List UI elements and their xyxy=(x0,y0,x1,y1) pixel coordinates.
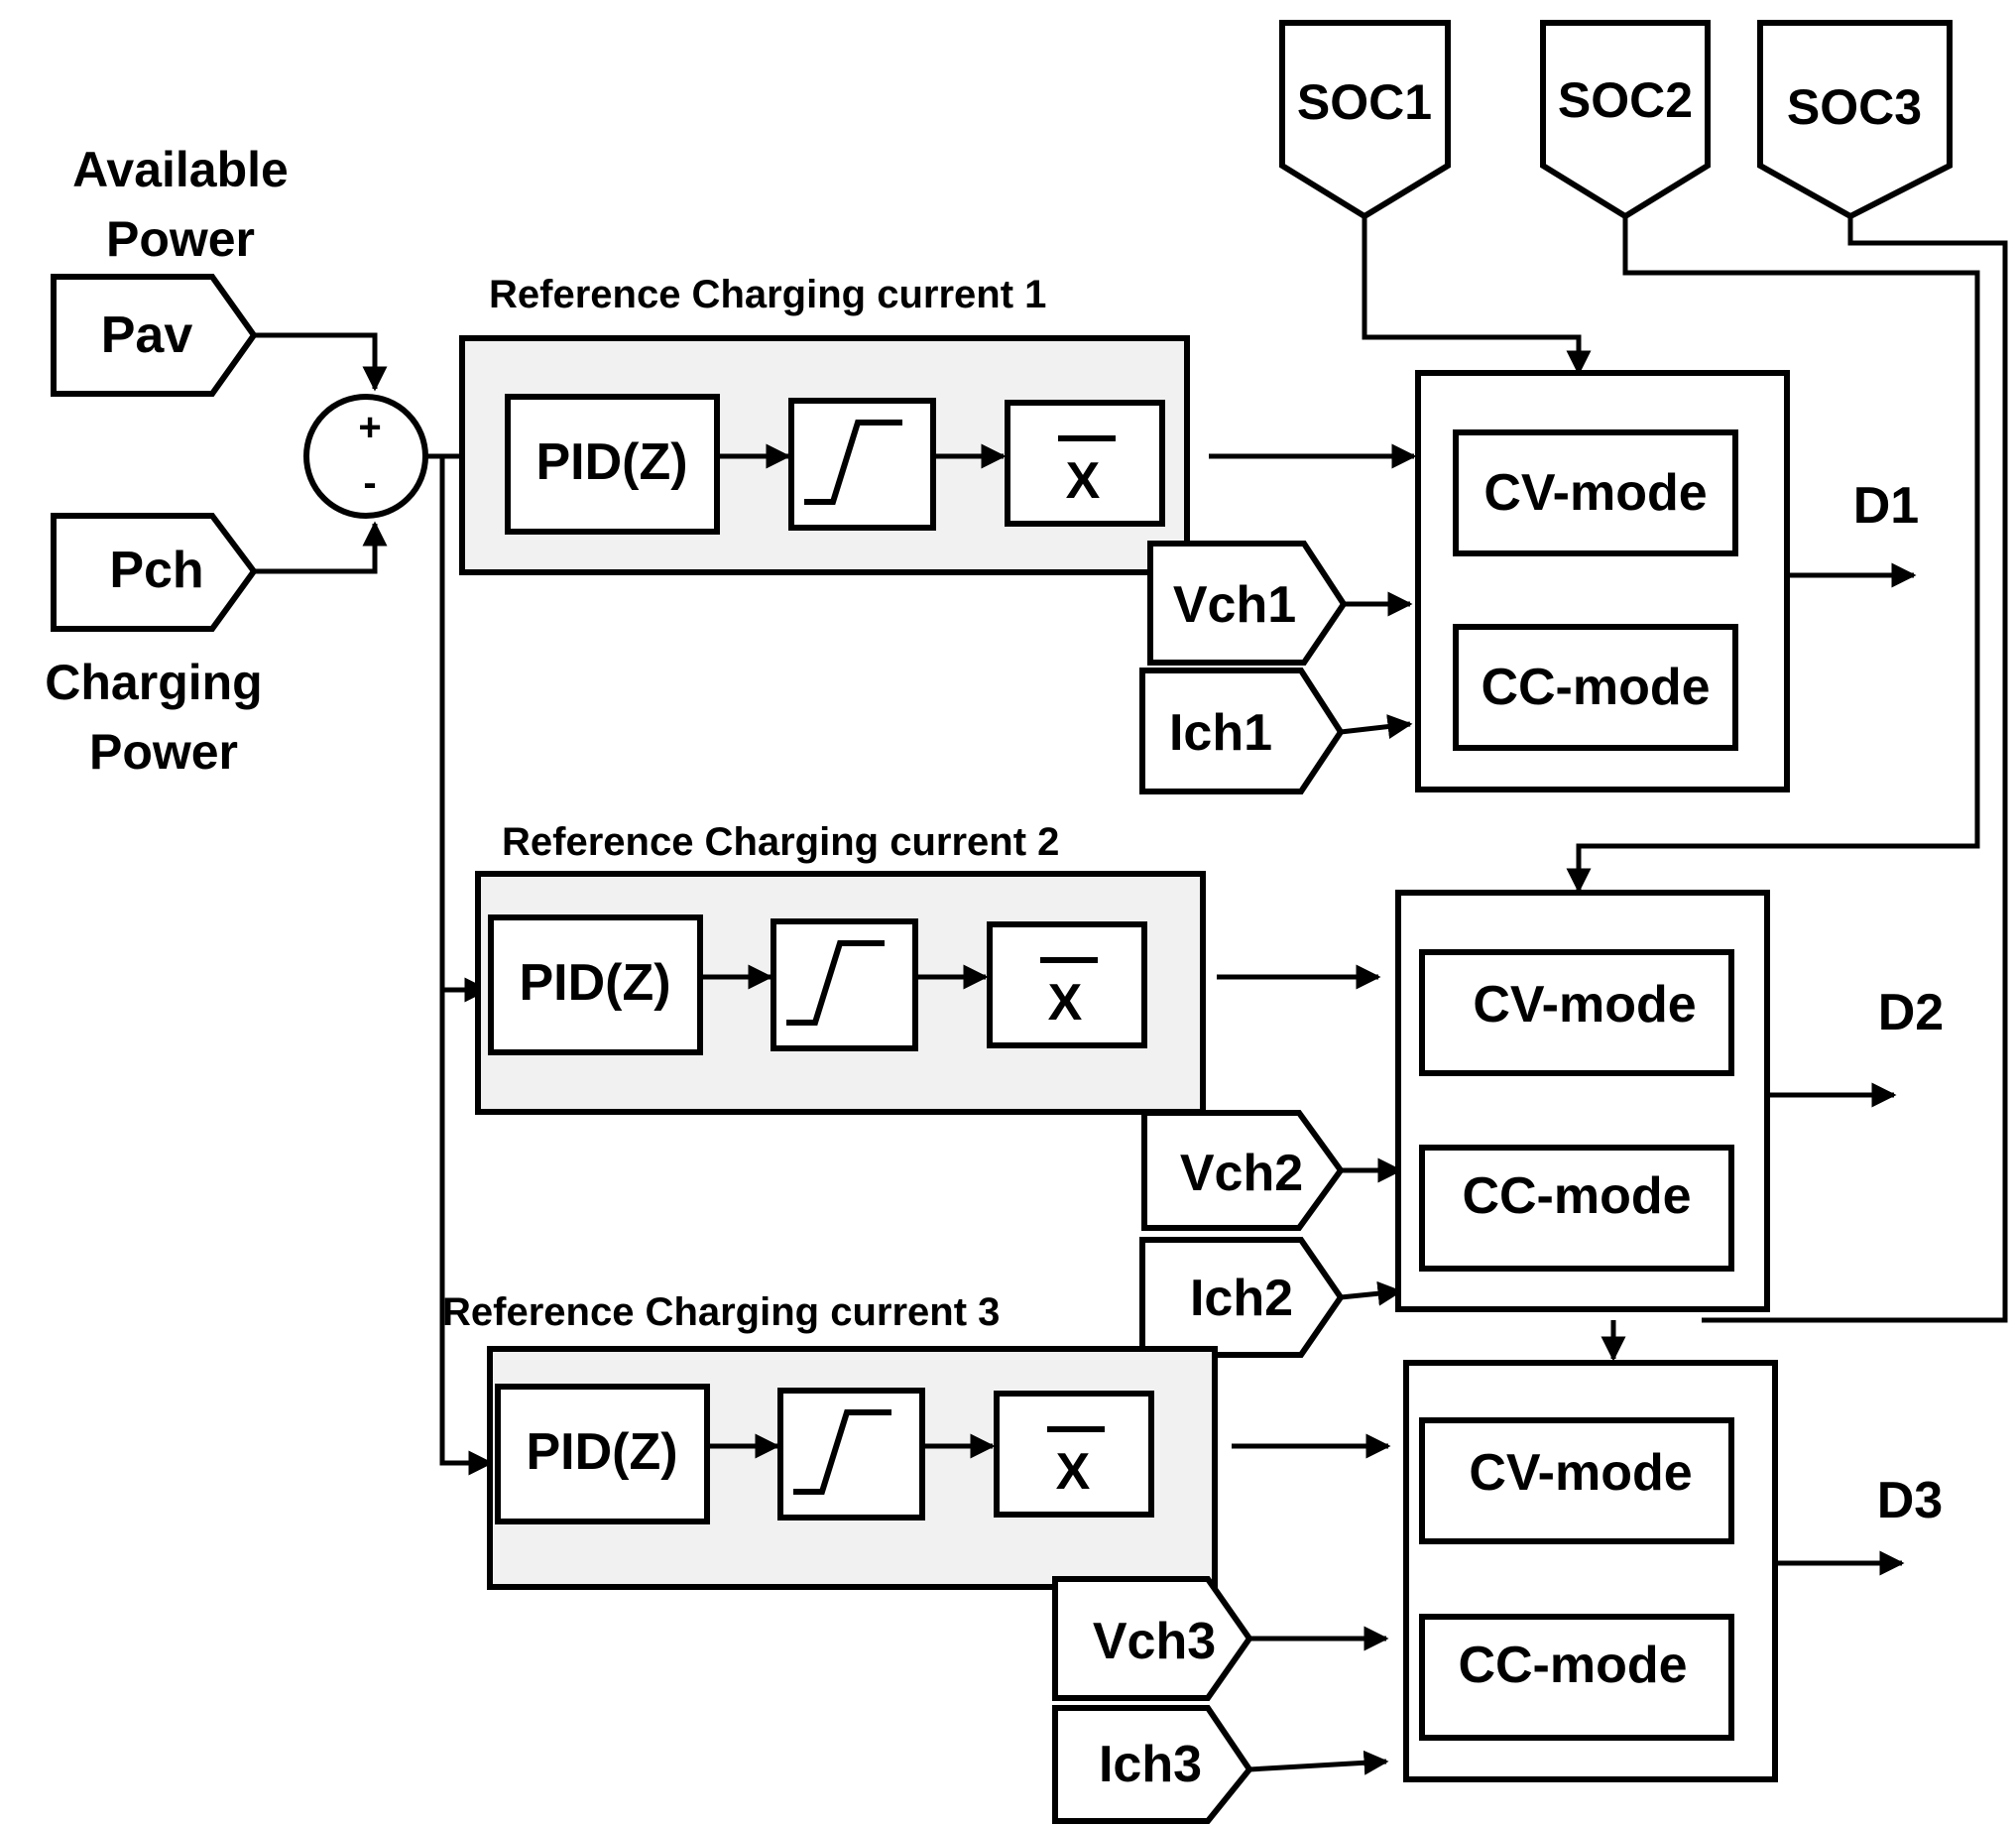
charging-power-input: Pch Charging Power xyxy=(45,513,263,780)
pav-label: Pav xyxy=(101,306,193,364)
ich1-label: Ich1 xyxy=(1169,704,1272,762)
d3-output-label: D3 xyxy=(1877,1472,1943,1529)
vch2-label: Vch2 xyxy=(1180,1145,1303,1202)
saturation-icon xyxy=(786,940,885,1026)
pid-block-1 xyxy=(505,394,720,535)
soc1-shape xyxy=(1279,20,1451,220)
mean-label-3: X xyxy=(1056,1443,1091,1501)
ref-current-1-title: Reference Charging current 1 xyxy=(489,273,1046,316)
cv-mode-block-3 xyxy=(1419,1417,1734,1544)
cc-mode-label-1: CC-mode xyxy=(1481,659,1710,716)
cc-mode-block-1 xyxy=(1453,624,1738,751)
soc3-shape xyxy=(1757,20,1953,220)
soc1-port: SOC1 xyxy=(1279,20,1451,220)
cc-mode-block-2 xyxy=(1419,1145,1734,1272)
charging-power-caption-line2: Power xyxy=(89,724,238,780)
sum-plus-sign: + xyxy=(358,406,381,449)
pid-label-3: PID(Z) xyxy=(526,1423,677,1481)
cc-mode-block-3 xyxy=(1419,1614,1734,1741)
cv-mode-block-1 xyxy=(1453,429,1738,556)
soc3-port: SOC3 xyxy=(1757,20,1953,220)
ich3-wire xyxy=(1248,1750,1389,1775)
ref-current-3-title: Reference Charging current 3 xyxy=(442,1290,1000,1334)
d2-output-label: D2 xyxy=(1878,984,1944,1041)
channel-1: Reference Charging current 1 PID(Z) X Vc… xyxy=(459,273,1919,794)
pch-wire xyxy=(254,521,388,574)
saturation-icon xyxy=(804,420,902,505)
sum-minus-sign: - xyxy=(363,461,376,505)
vch1-label: Vch1 xyxy=(1173,576,1296,634)
ich2-wire xyxy=(1340,1280,1403,1306)
ich1-wire xyxy=(1340,714,1413,739)
pch-label: Pch xyxy=(109,542,203,599)
pav-wire xyxy=(254,332,388,392)
soc3-wire xyxy=(1702,216,2008,1323)
ich1-port xyxy=(1139,668,1345,794)
pid-block-2 xyxy=(488,914,703,1055)
pid-label-2: PID(Z) xyxy=(519,954,670,1012)
charging-power-caption-line1: Charging xyxy=(45,655,262,710)
cc-mode-label-3: CC-mode xyxy=(1458,1637,1687,1694)
vch3-port xyxy=(1052,1576,1253,1701)
cv-mode-label-2: CV-mode xyxy=(1473,976,1696,1034)
mean-block-3 xyxy=(994,1391,1154,1518)
vch1-port xyxy=(1147,541,1348,666)
mean-label-1: X xyxy=(1066,452,1101,510)
channel-3: Reference Charging current 3 PID(Z) X Vc… xyxy=(442,1290,1943,1824)
ref-current-2-title: Reference Charging current 2 xyxy=(502,820,1059,864)
ich2-label: Ich2 xyxy=(1190,1270,1293,1327)
ich3-label: Ich3 xyxy=(1099,1736,1202,1793)
vch3-label: Vch3 xyxy=(1093,1613,1216,1670)
d1-output-label: D1 xyxy=(1853,477,1919,535)
available-power-input: Available Power Pav xyxy=(51,142,289,397)
ich2-port xyxy=(1139,1237,1345,1358)
saturation-icon xyxy=(793,1409,891,1495)
pch-port xyxy=(51,513,258,632)
soc2-port: SOC2 xyxy=(1540,20,1711,220)
saturation-block-2 xyxy=(771,918,918,1051)
summing-junction: + - xyxy=(303,394,428,519)
error-bus-wire xyxy=(439,456,494,1476)
mean-label-2: X xyxy=(1048,974,1083,1032)
mean-block-2 xyxy=(987,921,1147,1048)
pid-label-1: PID(Z) xyxy=(535,433,687,491)
soc1-label: SOC1 xyxy=(1297,74,1432,130)
mean-block-1 xyxy=(1005,400,1165,527)
soc2-label: SOC2 xyxy=(1558,72,1693,128)
cv-mode-block-2 xyxy=(1419,949,1734,1076)
channel-2: Reference Charging current 2 PID(Z) X Vc… xyxy=(475,820,1944,1358)
vch2-port xyxy=(1141,1110,1345,1231)
soc1-wire xyxy=(1362,216,1592,376)
soc3-label: SOC3 xyxy=(1787,79,1922,135)
cv-mode-label-3: CV-mode xyxy=(1469,1444,1692,1502)
soc2-wire xyxy=(1566,216,1980,894)
available-power-caption-line1: Available xyxy=(72,142,289,197)
soc2-shape xyxy=(1540,20,1711,220)
pid-block-3 xyxy=(495,1384,710,1524)
ich3-port xyxy=(1052,1705,1253,1824)
available-power-caption-line2: Power xyxy=(106,211,255,267)
cc-mode-label-2: CC-mode xyxy=(1462,1167,1691,1225)
cv-mode-label-1: CV-mode xyxy=(1483,464,1707,522)
pav-port xyxy=(51,274,258,397)
